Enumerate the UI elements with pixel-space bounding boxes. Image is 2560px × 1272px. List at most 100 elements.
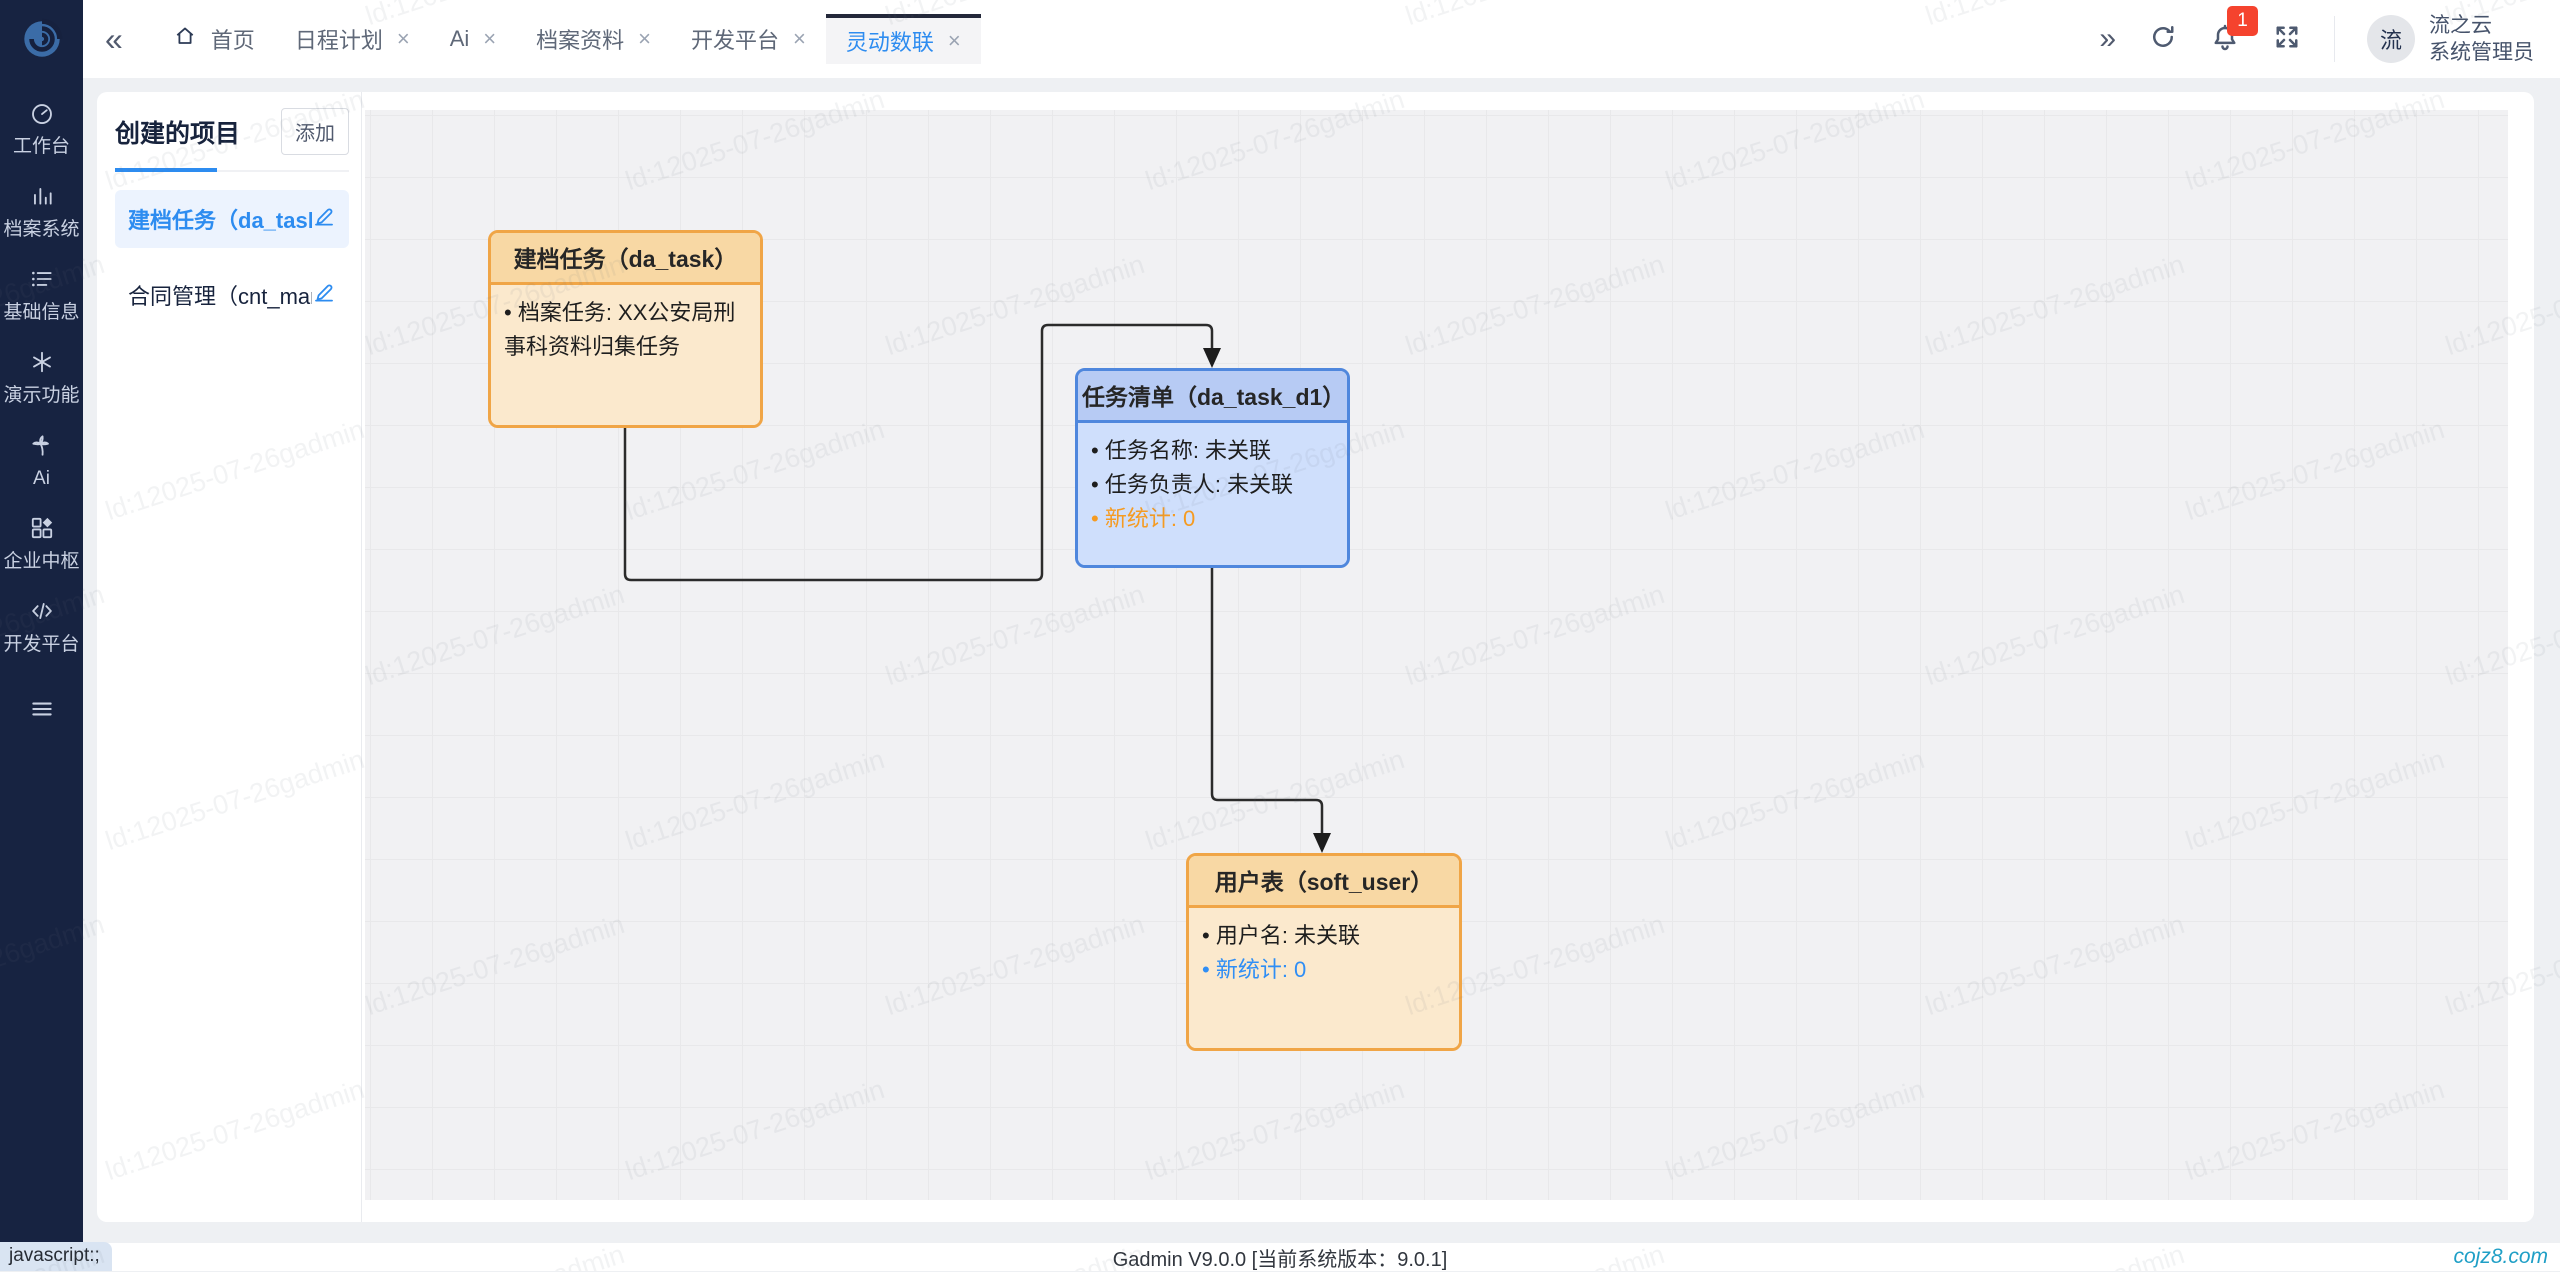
swirl-logo-icon (17, 14, 67, 64)
tree-icon (29, 432, 55, 462)
tab-ai[interactable]: Ai × (430, 14, 516, 64)
content-area: 创建的项目 添加 建档任务（da_task） 合同管理（cnt_man... 建档… (83, 78, 2560, 1243)
notification-badge: 1 (2227, 6, 2258, 36)
bar-chart-icon (29, 183, 55, 213)
expand-tabs-icon[interactable]: » (2099, 24, 2116, 54)
sidebar-item-dev-platform[interactable]: 开发平台 (0, 598, 83, 654)
sidebar-item-label: 基础信息 (3, 303, 79, 322)
entity-node-title: 用户表（soft_user） (1189, 856, 1459, 908)
refresh-icon[interactable] (2148, 22, 2178, 57)
collapse-tabs-icon[interactable]: « (105, 23, 123, 55)
tab-label: 档案资料 (536, 23, 624, 55)
connector-arrowhead (1203, 348, 1221, 368)
projects-panel-header: 创建的项目 添加 (115, 108, 349, 172)
project-label: 建档任务（da_task） (128, 203, 312, 235)
projects-panel: 创建的项目 添加 建档任务（da_task） 合同管理（cnt_man... (97, 92, 362, 1222)
sidebar-item-enterprise-hub[interactable]: 企业中枢 (0, 515, 83, 571)
projects-panel-title: 创建的项目 (115, 114, 240, 150)
sidebar-item-label: 档案系统 (3, 220, 79, 239)
notification-bell-icon[interactable]: 1 (2210, 22, 2240, 57)
entity-node-soft_user[interactable]: 用户表（soft_user）• 用户名: 未关联• 新统计: 0 (1186, 853, 1462, 1051)
sidebar-item-label: 工作台 (13, 137, 70, 156)
entity-field: • 任务负责人: 未关联 (1091, 468, 1334, 502)
active-tab-underline (115, 168, 217, 172)
tab-archives[interactable]: 档案资料 × (516, 14, 671, 64)
entity-node-da_task_d1[interactable]: 任务清单（da_task_d1）• 任务名称: 未关联• 任务负责人: 未关联•… (1075, 368, 1350, 568)
sidebar-item-archive-system[interactable]: 档案系统 (0, 183, 83, 239)
sidebar-item-label: Ai (33, 469, 50, 488)
entity-field: • 任务名称: 未关联 (1091, 434, 1334, 468)
diagram-canvas[interactable]: 建档任务（da_task） • 档案任务: XX公安局刑事科资料归集任务任务清单（… (365, 110, 2508, 1200)
topbar: « 首页 日程计划 × Ai × 档案资料 × 开发平台 × 灵动数联 × » 1 (83, 0, 2560, 78)
entity-node-title: 建档任务（da_task） (491, 233, 760, 285)
snowflake-icon (29, 349, 55, 379)
entity-node-da_task[interactable]: 建档任务（da_task） • 档案任务: XX公安局刑事科资料归集任务 (488, 230, 763, 428)
sidebar-item-demo-features[interactable]: 演示功能 (0, 349, 83, 405)
topbar-divider (2334, 16, 2335, 62)
tab-label: 日程计划 (295, 23, 383, 55)
tab-close-icon[interactable]: × (638, 26, 651, 52)
app-logo[interactable] (0, 0, 83, 78)
entity-field: • 用户名: 未关联 (1202, 919, 1446, 953)
sidebar-item-ai[interactable]: Ai (0, 432, 83, 488)
tab-bar: 首页 日程计划 × Ai × 档案资料 × 开发平台 × 灵动数联 × (153, 0, 981, 78)
list-icon (29, 266, 55, 296)
tab-close-icon[interactable]: × (948, 28, 961, 54)
tab-close-icon[interactable]: × (793, 26, 806, 52)
sidebar: 工作台档案系统基础信息演示功能 Ai 企业中枢开发平台 (0, 0, 83, 1243)
code-icon (29, 598, 55, 628)
tab-label: Ai (450, 26, 470, 52)
footer: Gadmin V9.0.0 [当前系统版本：9.0.1] (0, 1243, 2560, 1271)
edit-icon[interactable] (312, 280, 336, 310)
add-project-button[interactable]: 添加 (281, 108, 349, 155)
project-item-da_task[interactable]: 建档任务（da_task） (115, 190, 349, 248)
tab-label: 灵动数联 (846, 25, 934, 57)
tab-close-icon[interactable]: × (483, 26, 496, 52)
home-icon (173, 24, 197, 54)
user-name: 流之云 (2429, 12, 2534, 39)
project-list: 建档任务（da_task） 合同管理（cnt_man... (115, 190, 349, 324)
entity-node-title: 任务清单（da_task_d1） (1078, 371, 1347, 423)
tab-devplatform[interactable]: 开发平台 × (671, 14, 826, 64)
browser-status-link: javascript:; (0, 1242, 112, 1271)
content-card: 创建的项目 添加 建档任务（da_task） 合同管理（cnt_man... 建档… (97, 92, 2534, 1222)
tab-label: 开发平台 (691, 23, 779, 55)
connector-da_task_d1-soft_user (1212, 568, 1322, 835)
edit-icon[interactable] (312, 204, 336, 234)
right-column: « 首页 日程计划 × Ai × 档案资料 × 开发平台 × 灵动数联 × » 1 (83, 0, 2560, 1243)
tab-home[interactable]: 首页 (153, 14, 275, 64)
entity-node-body: • 档案任务: XX公安局刑事科资料归集任务 (491, 285, 760, 425)
site-watermark: cojz8.com (2453, 1245, 2548, 1269)
avatar: 流 (2367, 15, 2415, 63)
dashboard-icon (29, 100, 55, 130)
user-menu[interactable]: 流 流之云 系统管理员 (2367, 12, 2534, 66)
blocks-icon (29, 515, 55, 545)
sidebar-nav: 工作台档案系统基础信息演示功能 Ai 企业中枢开发平台 (0, 78, 83, 654)
sidebar-item-label: 演示功能 (3, 386, 79, 405)
sidebar-item-label: 开发平台 (3, 635, 79, 654)
entity-node-body: • 任务名称: 未关联• 任务负责人: 未关联• 新统计: 0 (1078, 423, 1347, 565)
user-meta: 流之云 系统管理员 (2429, 12, 2534, 66)
project-label: 合同管理（cnt_man... (128, 279, 312, 311)
sidebar-collapse-button[interactable] (29, 696, 55, 767)
version-text: Gadmin V9.0.0 [当前系统版本：9.0.1] (1113, 1243, 1448, 1272)
entity-node-body: • 用户名: 未关联• 新统计: 0 (1189, 908, 1459, 1048)
project-item-cnt_man[interactable]: 合同管理（cnt_man... (115, 266, 349, 324)
entity-field: • 新统计: 0 (1202, 953, 1446, 987)
connector-arrowhead (1313, 833, 1331, 853)
sidebar-item-workbench[interactable]: 工作台 (0, 100, 83, 156)
tab-schedule[interactable]: 日程计划 × (275, 14, 430, 64)
sidebar-item-label: 企业中枢 (3, 552, 79, 571)
entity-field: • 档案任务: XX公安局刑事科资料归集任务 (504, 296, 747, 364)
fullscreen-icon[interactable] (2272, 22, 2302, 57)
sidebar-item-basic-info[interactable]: 基础信息 (0, 266, 83, 322)
tab-dataflow[interactable]: 灵动数联 × (826, 14, 981, 64)
menu-icon (29, 709, 55, 726)
tab-close-icon[interactable]: × (397, 26, 410, 52)
tab-label: 首页 (211, 23, 255, 55)
canvas-wrapper: 建档任务（da_task） • 档案任务: XX公安局刑事科资料归集任务任务清单（… (362, 92, 2534, 1222)
user-role: 系统管理员 (2429, 39, 2534, 66)
entity-field: • 新统计: 0 (1091, 502, 1334, 536)
